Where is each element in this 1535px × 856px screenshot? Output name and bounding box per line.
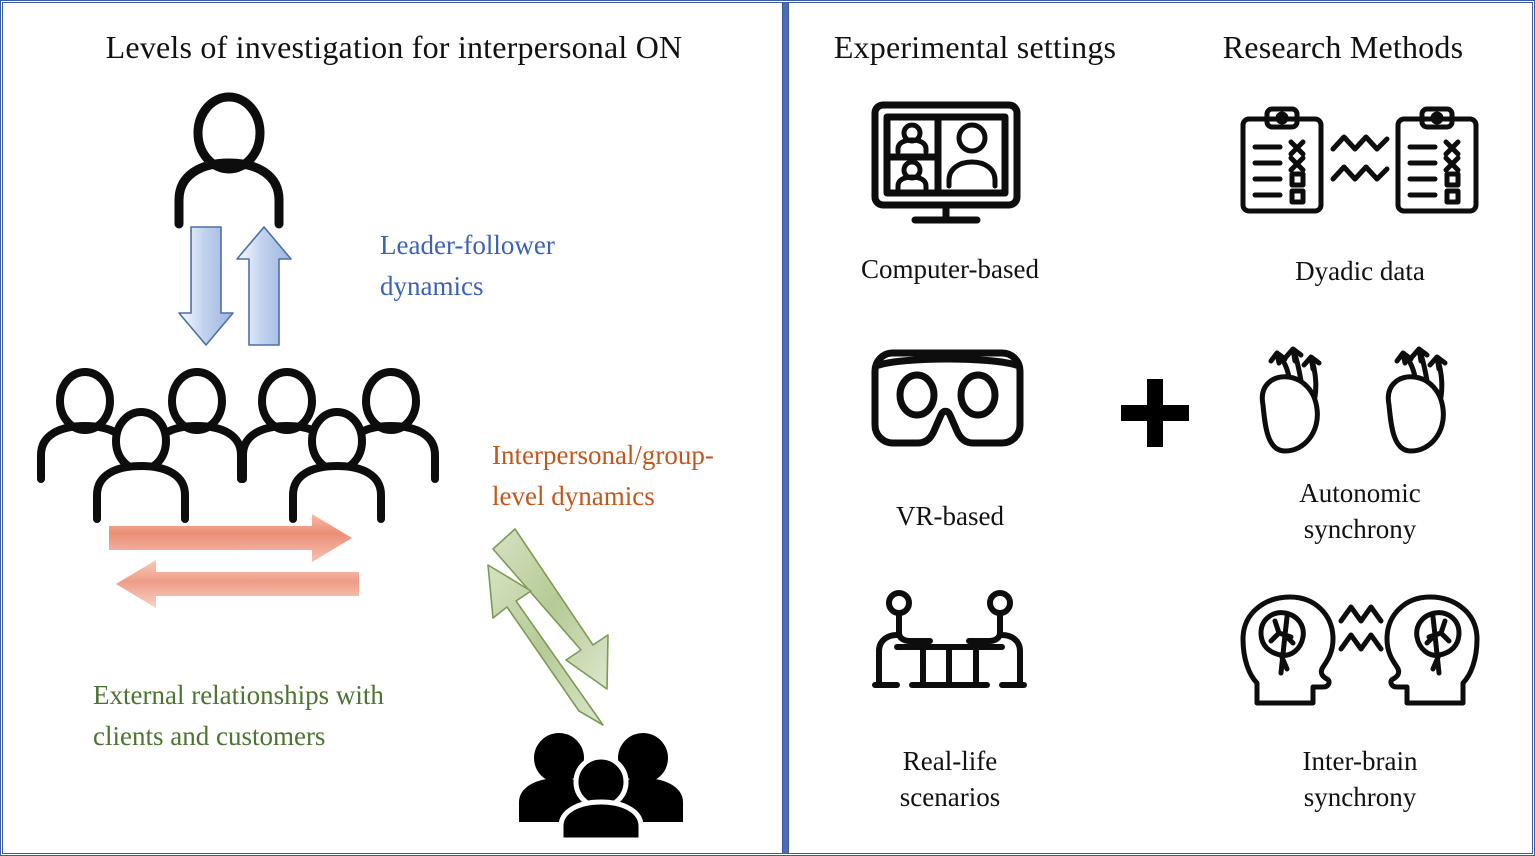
leader-follower-label-line1: Leader-follower — [380, 230, 555, 260]
left-panel-title: Levels of investigation for interpersona… — [105, 29, 683, 65]
external-relationships-label-line1: External relationships with — [93, 680, 384, 710]
autonomic-synchrony-label-line2: synchrony — [1303, 514, 1417, 545]
experimental-settings-title: Experimental settings — [833, 29, 1117, 65]
horizontal-bidirectional-arrows — [109, 514, 359, 608]
external-relationships-label: External relationships with clients and … — [93, 675, 493, 756]
autonomic-synchrony-label-line1: Autonomic — [1299, 478, 1421, 508]
crowd-group-icon — [25, 368, 445, 523]
external-relationships-label-line2: clients and customers — [93, 720, 326, 751]
diagonal-bidirectional-arrows — [471, 525, 641, 730]
paired-hearts-icon — [1241, 339, 1486, 459]
leader-follower-label-line2: dynamics — [380, 270, 484, 301]
paired-clipboards-icon — [1237, 105, 1482, 217]
real-life-scenarios-label: Real-life scenarios — [785, 743, 1115, 816]
paired-brain-heads-icon — [1235, 591, 1485, 709]
research-methods-title: Research Methods — [1222, 29, 1464, 65]
two-people-at-table-icon — [867, 589, 1032, 699]
autonomic-synchrony-label: Autonomic synchrony — [1185, 475, 1532, 548]
leader-follower-label: Leader-follower dynamics — [380, 225, 610, 306]
vertical-bidirectional-arrows — [178, 226, 301, 347]
video-call-monitor-icon — [867, 100, 1027, 225]
inter-brain-synchrony-label-line2: synchrony — [1303, 782, 1417, 813]
dyadic-data-label: Dyadic data — [1295, 256, 1425, 286]
computer-based-label: Computer-based — [861, 254, 1039, 284]
vr-based-label: VR-based — [896, 501, 1004, 531]
interpersonal-group-label-line1: Interpersonal/group- — [492, 440, 714, 470]
left-panel: Levels of investigation for interpersona… — [3, 3, 785, 853]
single-person-icon — [171, 91, 306, 229]
plus-operator — [1115, 373, 1195, 453]
inter-brain-synchrony-label: Inter-brain synchrony — [1185, 743, 1532, 816]
interpersonal-group-label-line2: level dynamics — [492, 480, 655, 511]
real-life-scenarios-label-line2: scenarios — [899, 782, 1001, 813]
vr-headset-icon — [865, 343, 1030, 453]
inter-brain-synchrony-label-line1: Inter-brain — [1302, 746, 1418, 776]
right-panel: Experimental settings Research Methods — [785, 3, 1532, 853]
interpersonal-group-label: Interpersonal/group- level dynamics — [492, 435, 762, 516]
filled-people-group-icon — [511, 730, 691, 843]
panel-divider — [782, 3, 789, 853]
real-life-scenarios-label-line1: Real-life — [902, 746, 998, 776]
